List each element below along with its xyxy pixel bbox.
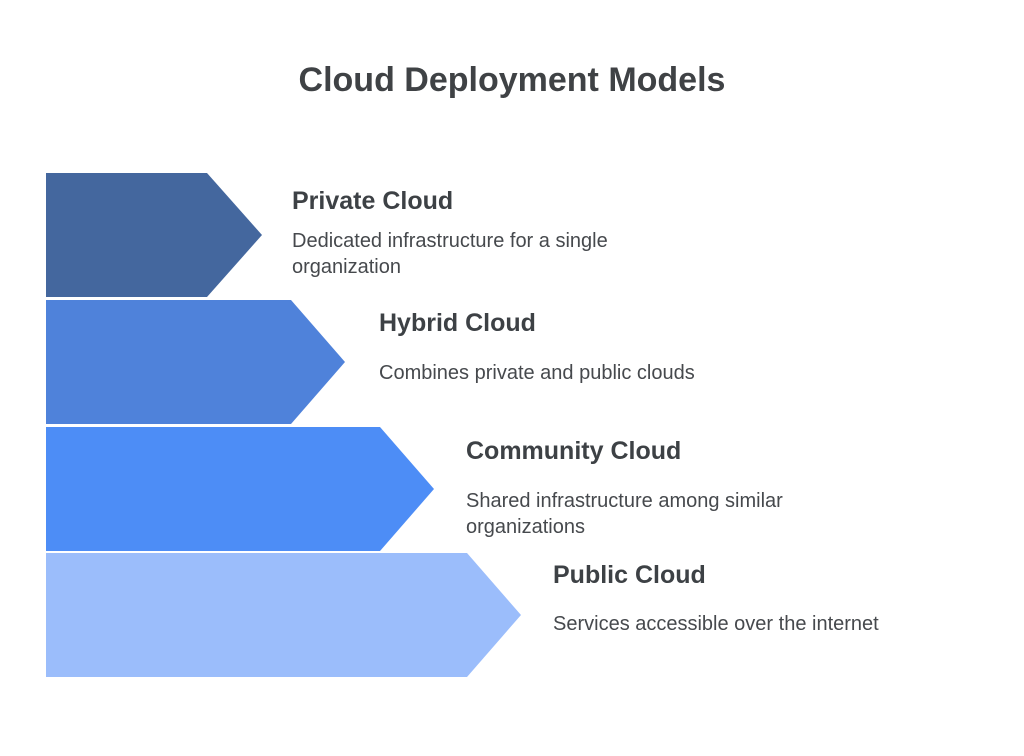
hybrid-cloud-label: Hybrid Cloud bbox=[379, 309, 536, 337]
hybrid-cloud-arrow-icon bbox=[46, 300, 345, 424]
public-cloud-label: Public Cloud bbox=[553, 561, 706, 589]
public-cloud-description: Services accessible over the internet bbox=[553, 613, 879, 635]
hybrid-cloud-description: Combines private and public clouds bbox=[379, 362, 695, 384]
public-cloud-arrow-icon bbox=[46, 553, 521, 677]
community-cloud-label: Community Cloud bbox=[466, 437, 682, 465]
diagram-title: Cloud Deployment Models bbox=[298, 61, 726, 99]
community-cloud-arrow-icon bbox=[46, 427, 434, 551]
private-cloud-label: Private Cloud bbox=[292, 187, 454, 215]
private-cloud-arrow-icon bbox=[46, 173, 262, 297]
community-cloud-description: Shared infrastructure among similar orga… bbox=[466, 490, 783, 538]
private-cloud-description: Dedicated infrastructure for a single or… bbox=[292, 230, 608, 278]
